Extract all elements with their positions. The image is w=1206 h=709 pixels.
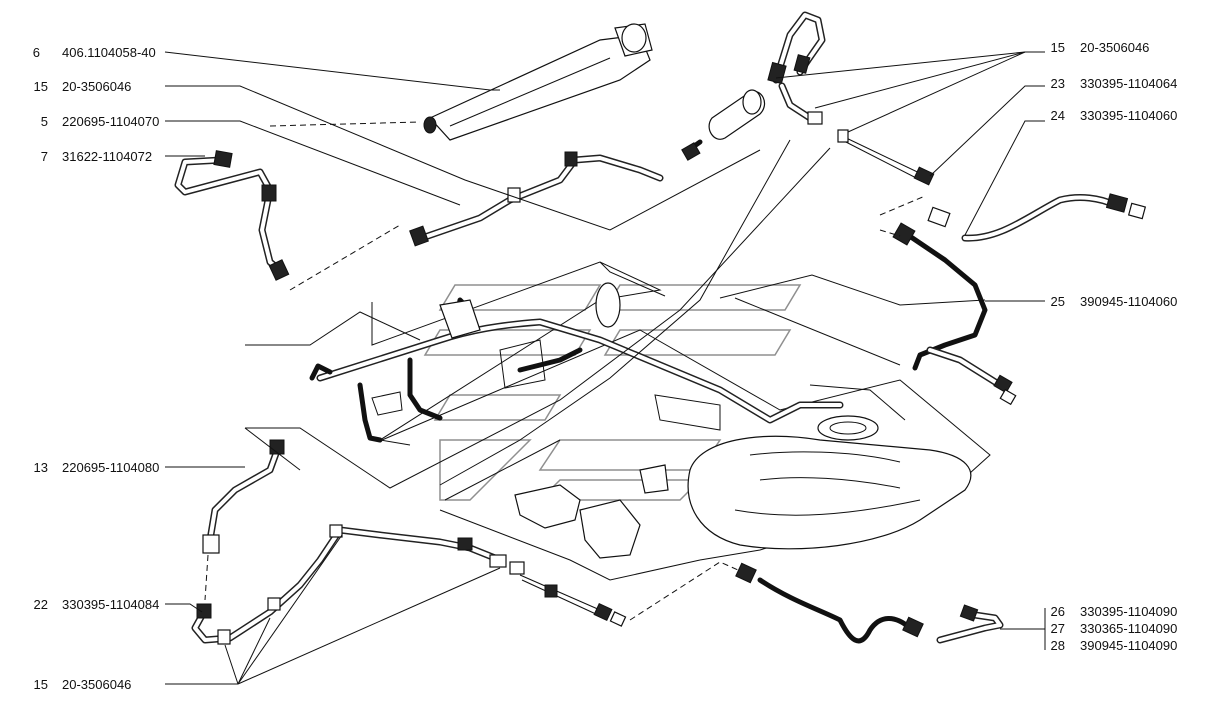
- callout-code: 390945-1104060: [1080, 294, 1177, 309]
- callout-number: 5: [41, 114, 48, 129]
- bottom-right-lines: [735, 562, 1004, 644]
- callout-code: 20-3506046: [1080, 40, 1149, 55]
- callout-code: 330365-1104090: [1080, 621, 1177, 636]
- callout-number: 27: [1051, 621, 1065, 636]
- callout-code: 330395-1104084: [62, 597, 159, 612]
- callout-code: 20-3506046: [62, 79, 131, 94]
- callout-number: 15: [34, 677, 48, 692]
- callout-code: 20-3506046: [62, 677, 131, 692]
- dashed-assembly-lines: [204, 121, 926, 621]
- callout-code: 220695-1104070: [62, 114, 159, 129]
- callout-code: 330395-1104064: [1080, 76, 1177, 91]
- callout-code: 330395-1104090: [1080, 604, 1177, 619]
- fuel-tank: [687, 415, 972, 550]
- leader-lines: [164, 51, 1046, 685]
- callout-number: 28: [1051, 638, 1065, 653]
- main-harness: [309, 282, 844, 443]
- fuel-rail: [423, 23, 653, 141]
- callout-code: 220695-1104080: [62, 460, 159, 475]
- fuel-filter: [683, 89, 765, 155]
- callout-code: 31622-1104072: [62, 149, 152, 164]
- callout-number: 26: [1051, 604, 1065, 619]
- callout-number: 25: [1051, 294, 1065, 309]
- top-left-lines: [174, 142, 701, 281]
- top-right-lines: [767, 11, 1147, 406]
- callout-number: 7: [41, 149, 48, 164]
- callout-number: 24: [1051, 108, 1065, 123]
- callout-code: 330395-1104060: [1080, 108, 1177, 123]
- callout-code: 406.1104058-40: [62, 45, 156, 60]
- callout-code: 390945-1104090: [1080, 638, 1177, 653]
- callout-number: 15: [1051, 40, 1065, 55]
- callout-number: 6: [33, 45, 40, 60]
- callout-labels: 6 406.1104058-40 15 20-3506046 5 220695-…: [33, 40, 1178, 692]
- bottom-left-lines: [191, 439, 627, 645]
- callout-number: 13: [34, 460, 48, 475]
- callout-number: 22: [34, 597, 48, 612]
- callout-number: 23: [1051, 76, 1065, 91]
- tank-brackets: [514, 464, 669, 559]
- callout-number: 15: [34, 79, 48, 94]
